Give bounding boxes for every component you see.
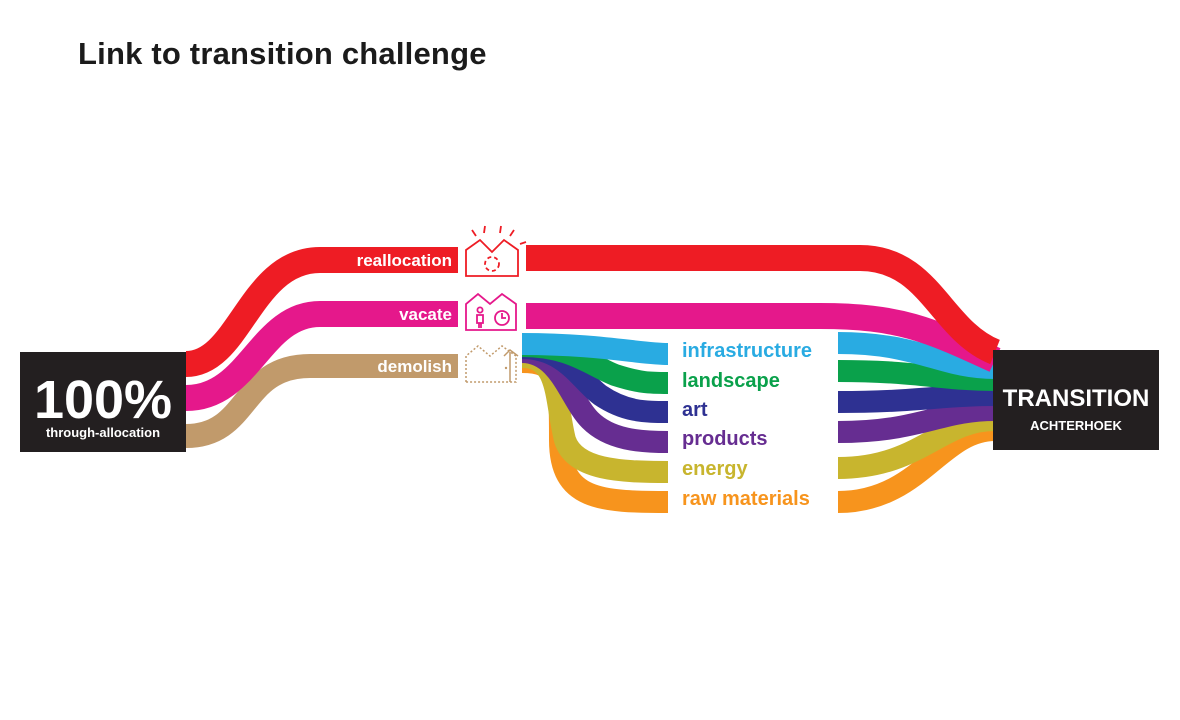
flow-vacate-left (185, 301, 458, 411)
flow-out-energy (837, 409, 996, 479)
house-recycle-icon (465, 225, 527, 277)
house-person-clock-icon (465, 292, 517, 331)
target-box-title: TRANSITION (1003, 385, 1150, 412)
category-label-landscape: landscape (682, 370, 780, 392)
flow-demolish-left (185, 354, 458, 448)
flow-out-landscape (837, 360, 996, 391)
category-label-infrastructure: infrastructure (682, 340, 812, 362)
category-label-energy: energy (682, 458, 748, 480)
target-box: TRANSITION ACHTERHOEK (993, 350, 1159, 450)
category-labels: infrastructure landscape art products en… (682, 340, 812, 510)
flow-label-reallocation: reallocation (357, 251, 452, 270)
flow-label-demolish: demolish (377, 357, 452, 376)
house-crane-icon (465, 345, 519, 383)
source-box: 100% through-allocation (20, 352, 186, 452)
source-box-percentage: 100% (34, 370, 172, 430)
flow-out-art (837, 384, 996, 413)
flow-reallocation-left (184, 247, 458, 377)
category-outflows (837, 332, 996, 513)
flow-label-vacate: vacate (399, 305, 452, 324)
flow-in-infrastructure (521, 333, 669, 365)
page-title: Link to transition challenge (78, 36, 487, 71)
flow-out-infrastructure (837, 332, 996, 379)
category-label-art: art (682, 399, 708, 421)
category-inflows (520, 333, 669, 513)
target-box-background (993, 350, 1159, 450)
flow-reallocation-right (526, 245, 1001, 365)
target-box-subtitle: ACHTERHOEK (1030, 418, 1122, 433)
category-label-raw-materials: raw materials (682, 488, 810, 510)
category-label-products: products (682, 428, 768, 450)
source-box-caption: through-allocation (46, 425, 160, 440)
main-flows (184, 245, 1001, 448)
flow-out-products (837, 399, 996, 443)
source-box-background (20, 352, 186, 452)
